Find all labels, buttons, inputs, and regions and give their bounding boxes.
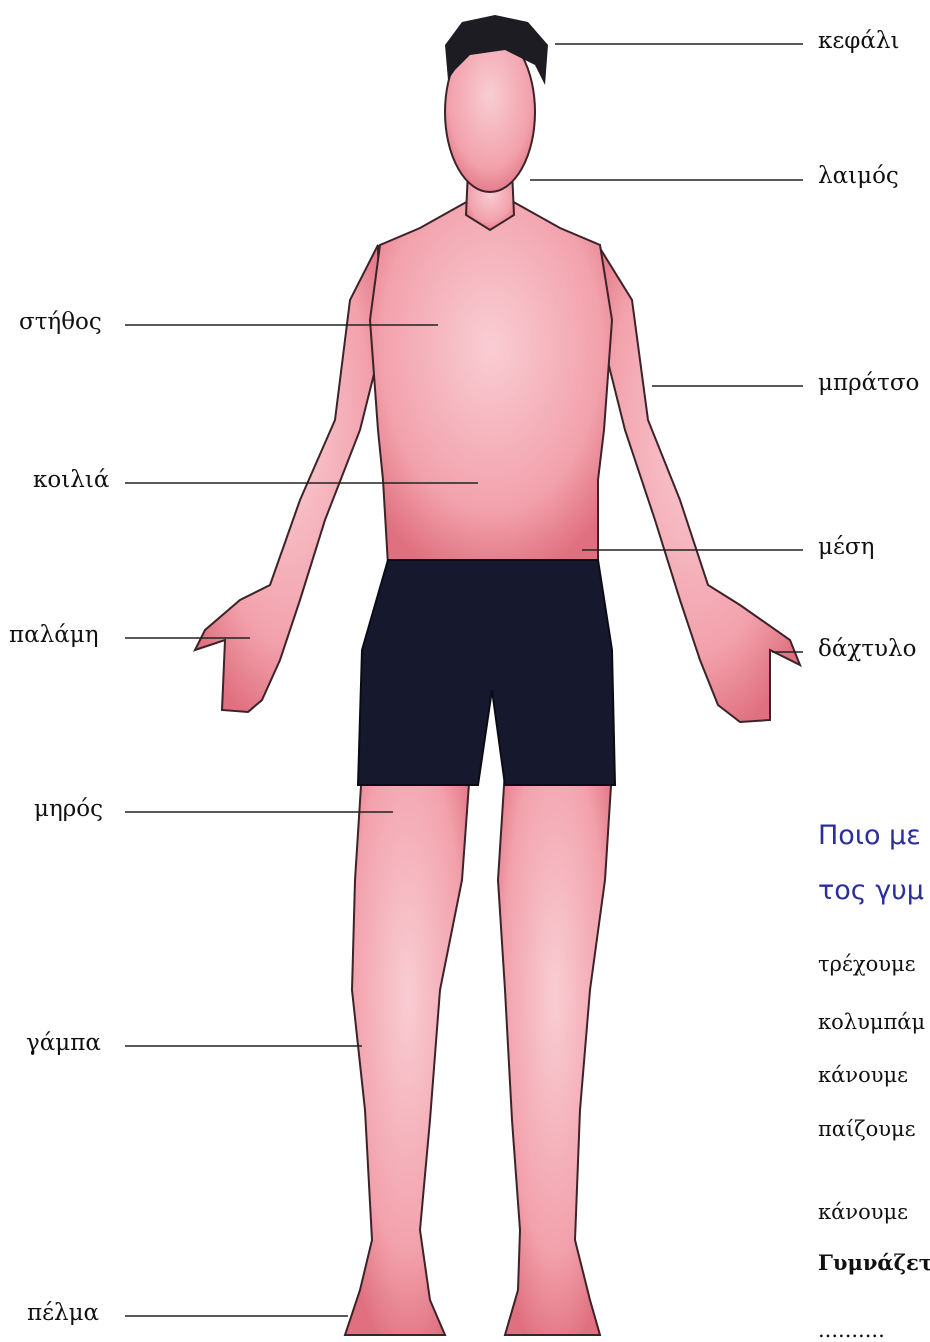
activity-2: κολυμπάμ (818, 1010, 925, 1034)
label-chest: στήθος (19, 309, 102, 335)
torso (370, 200, 612, 565)
label-head: κεφάλι (818, 28, 900, 54)
activity-1: τρέχουμε (818, 952, 916, 976)
label-thigh: μηρός (34, 796, 103, 822)
activity-5: κάνουμε (818, 1200, 908, 1224)
activity-4: παίζουμε (818, 1117, 916, 1141)
question-line-1: Ποιο με (818, 820, 921, 851)
exercise-prompt: Γυμνάζετ (818, 1250, 930, 1275)
label-arm: μπράτσο (818, 370, 919, 396)
left-leg (345, 770, 470, 1335)
label-belly: κοιλιά (33, 467, 109, 493)
right-leg (498, 770, 612, 1335)
left-arm (195, 245, 380, 712)
question-line-2: τος γυμ (818, 875, 924, 906)
answer-line: .......... (818, 1318, 885, 1342)
label-sole: πέλμα (27, 1300, 99, 1326)
label-neck: λαιμός (818, 163, 899, 189)
shorts (358, 560, 615, 785)
right-arm (598, 245, 800, 722)
label-finger: δάχτυλο (818, 636, 916, 662)
label-waist: μέση (818, 534, 874, 560)
label-palm: παλάμη (9, 622, 98, 648)
label-calf: γάμπα (26, 1030, 101, 1056)
activity-3: κάνουμε (818, 1063, 908, 1087)
